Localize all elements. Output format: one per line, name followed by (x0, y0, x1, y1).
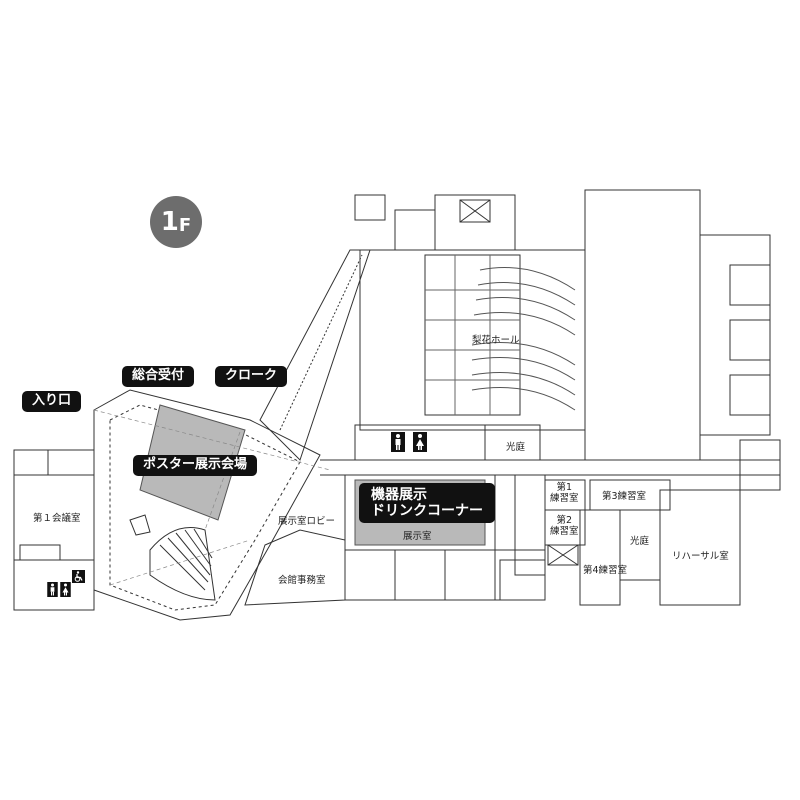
practice-room-3-label: 第3練習室 (602, 491, 647, 502)
exhibit-label-line1: 機器展示 (371, 487, 427, 503)
cloak-label: クローク (215, 366, 288, 387)
practice-1-line2: 練習室 (550, 493, 579, 505)
exhibit-drink-label: 機器展示 ドリンクコーナー (359, 483, 495, 524)
admin-office-label: 会館事務室 (278, 575, 326, 586)
floor-suffix: F (178, 214, 192, 236)
admin-area-outline (244, 529, 346, 606)
hall-seating (471, 267, 576, 411)
entrance-hall-outline (93, 389, 321, 621)
restroom-female-icon (413, 432, 427, 452)
restroom-male-icon (391, 432, 405, 452)
diagonal-corridor (259, 249, 371, 461)
courtyard-bottom-label: 光庭 (630, 536, 650, 547)
practice-1-line1: 第1 (556, 482, 573, 493)
rehearsal-room-label: リハーサル室 (672, 551, 729, 562)
practice-room-1-label: 第1 練習室 (550, 482, 579, 505)
reception-label: 総合受付 (122, 366, 195, 387)
entrance-label: 入り口 (22, 391, 82, 412)
practice-room-2-label: 第2 練習室 (550, 515, 579, 538)
restroom-male-icon (47, 582, 58, 597)
exhibit-lobby-label: 展示室ロビー (278, 516, 336, 527)
stage-block (584, 189, 701, 461)
exhibit-label-line2: ドリンクコーナー (371, 503, 483, 520)
practice-2-line1: 第2 (556, 515, 573, 526)
courtyard-top-label: 光庭 (506, 442, 526, 453)
exhibit-room-label: 展示室 (403, 531, 432, 542)
floor-number: 1 (160, 207, 179, 237)
practice-2-line2: 練習室 (550, 526, 579, 538)
practice-room-4-label: 第4練習室 (583, 565, 628, 576)
grand-staircase (149, 527, 216, 601)
rika-hall-label: 梨花ホール (472, 335, 520, 346)
conference-room-1-outline (13, 449, 95, 561)
poster-area-label: ポスター展示会場 (133, 455, 258, 476)
conference-room-1-label: 第１会議室 (33, 513, 81, 524)
wheelchair-icon (72, 570, 85, 583)
restroom-female-icon (60, 582, 71, 597)
